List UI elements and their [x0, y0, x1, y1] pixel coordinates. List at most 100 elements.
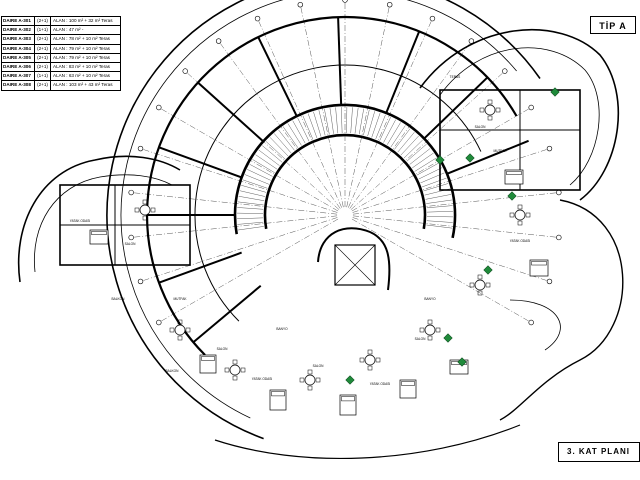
- axis-bubble: [156, 319, 162, 326]
- unit-partition-wall: [158, 251, 242, 284]
- room-label: YATAK ODASI: [370, 382, 391, 386]
- axis-line: [140, 217, 338, 282]
- corridor-hatch: [354, 107, 359, 134]
- axis-line: [352, 217, 550, 282]
- axis-bubble: [528, 319, 534, 326]
- axis-bubble: [429, 15, 436, 22]
- floor-plan-title: 3. KAT PLANI: [567, 447, 630, 456]
- corridor-hatch: [238, 196, 265, 201]
- chair: [477, 274, 483, 280]
- corridor-outer-wall: [233, 103, 457, 239]
- plant-symbol: [443, 333, 453, 343]
- corridor-hatch: [292, 120, 306, 144]
- corridor-hatch: [412, 152, 434, 169]
- pillow: [201, 356, 215, 361]
- corridor-hatch: [350, 107, 353, 134]
- inner-outer-curve: [120, 0, 517, 419]
- corridor-hatch: [258, 149, 280, 166]
- plant-symbol: [483, 265, 493, 275]
- plant-symbols: [345, 87, 560, 385]
- axis-bubble: [128, 189, 134, 196]
- chair: [177, 335, 183, 341]
- room-label: YATAK ODASI: [70, 219, 91, 223]
- axis-bubble: [387, 1, 393, 8]
- chair: [469, 282, 475, 288]
- room-label: SALON: [217, 347, 229, 351]
- chair: [517, 204, 523, 210]
- bottom-ground-line: [214, 424, 521, 460]
- plant-symbol: [507, 191, 517, 201]
- corridor-hatch: [363, 109, 370, 136]
- axis-line: [158, 218, 339, 323]
- corridor-hatch: [426, 220, 453, 223]
- room-label: YATAK ODASI: [510, 239, 531, 243]
- chair: [299, 377, 305, 383]
- chair: [232, 359, 238, 365]
- corridor-hatch: [403, 139, 423, 159]
- pillow: [531, 261, 547, 266]
- right-balcony-outline: [499, 199, 624, 421]
- legend-area: ALAN : 47 m² -: [53, 27, 84, 33]
- legend-row: DAIRE A-306(2+1)ALAN : 83 m² + 10 m² Ter…: [2, 62, 120, 73]
- bed: [504, 169, 524, 185]
- legend-type: (2+1): [35, 62, 51, 72]
- unit-area-legend: DAIRE A-301(2+1)ALAN : 100 m² + 32 m² Te…: [1, 16, 121, 91]
- corridor-hatch: [371, 112, 381, 138]
- axis-line: [218, 40, 341, 209]
- corridor-hatch: [307, 113, 318, 139]
- corridor-hatch: [383, 119, 396, 143]
- unit-partition-wall: [337, 17, 343, 106]
- chair: [427, 319, 433, 325]
- legend-type: (2+1): [35, 17, 51, 26]
- axis-line: [131, 215, 338, 238]
- corridor-hatch: [397, 132, 415, 153]
- chair: [435, 327, 441, 333]
- corridor-hatch: [387, 122, 401, 145]
- chair: [419, 327, 425, 333]
- chair: [240, 367, 246, 373]
- room-label: BALKON: [166, 369, 180, 373]
- corridor-hatch: [252, 159, 275, 173]
- axis-line: [352, 192, 559, 215]
- plant-symbol: [457, 357, 467, 367]
- pillow: [91, 231, 107, 235]
- axis-bubble: [182, 68, 188, 74]
- chair: [134, 207, 140, 213]
- axis-bubble: [342, 0, 348, 3]
- chair: [359, 357, 365, 363]
- corridor-hatch: [400, 135, 419, 156]
- chair: [477, 290, 483, 296]
- corridor-hatch: [406, 143, 427, 162]
- corridor-hatch: [375, 114, 386, 140]
- axis-bubble: [556, 189, 562, 196]
- legend-row: DAIRE A-302(1+1)ALAN : 47 m² -: [2, 26, 120, 36]
- facade-wall: [145, 15, 518, 356]
- axis-bubble: [546, 145, 553, 152]
- legend-unit: DAIRE A-301: [2, 17, 35, 26]
- bed: [199, 354, 217, 374]
- type-label-box: TİP A: [590, 16, 636, 34]
- room-label: SALON: [475, 125, 487, 129]
- corridor-hatch: [239, 190, 266, 197]
- floor-plan-title-box: 3. KAT PLANI: [558, 442, 640, 462]
- axis-bubble: [215, 38, 222, 44]
- corridor-hatch: [273, 133, 292, 154]
- chair: [375, 357, 381, 363]
- corridor-hatch: [265, 141, 286, 160]
- corridor-hatch: [425, 194, 452, 200]
- chair: [485, 282, 491, 288]
- legend-row: DAIRE A-301(2+1)ALAN : 100 m² + 32 m² Te…: [2, 17, 120, 27]
- elevator-core: [334, 244, 376, 286]
- chair: [517, 220, 523, 226]
- corridor-hatch: [318, 110, 326, 136]
- corridor-hatch: [394, 128, 411, 150]
- axis-bubble: [556, 234, 562, 241]
- corridor-hatch: [249, 164, 273, 177]
- legend-area: ALAN : 100 m² + 32 m² Teras: [53, 18, 113, 23]
- chair: [315, 377, 321, 383]
- axis-line: [257, 18, 342, 208]
- bed: [529, 259, 549, 277]
- room-label: YATAK ODASI: [252, 377, 273, 381]
- room-label: SALON: [313, 364, 325, 368]
